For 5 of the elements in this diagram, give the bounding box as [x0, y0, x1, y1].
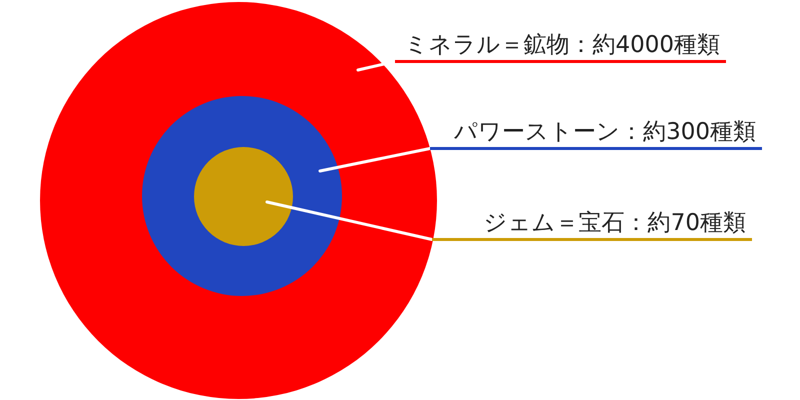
leader-line: [266, 200, 434, 241]
callout-label: ジェム＝宝石：約70種類: [432, 207, 752, 241]
callout-label: ミネラル＝鉱物：約4000種類: [395, 29, 726, 63]
callout-label: パワーストーン：約300種類: [430, 116, 762, 150]
leader-line: [318, 147, 432, 172]
